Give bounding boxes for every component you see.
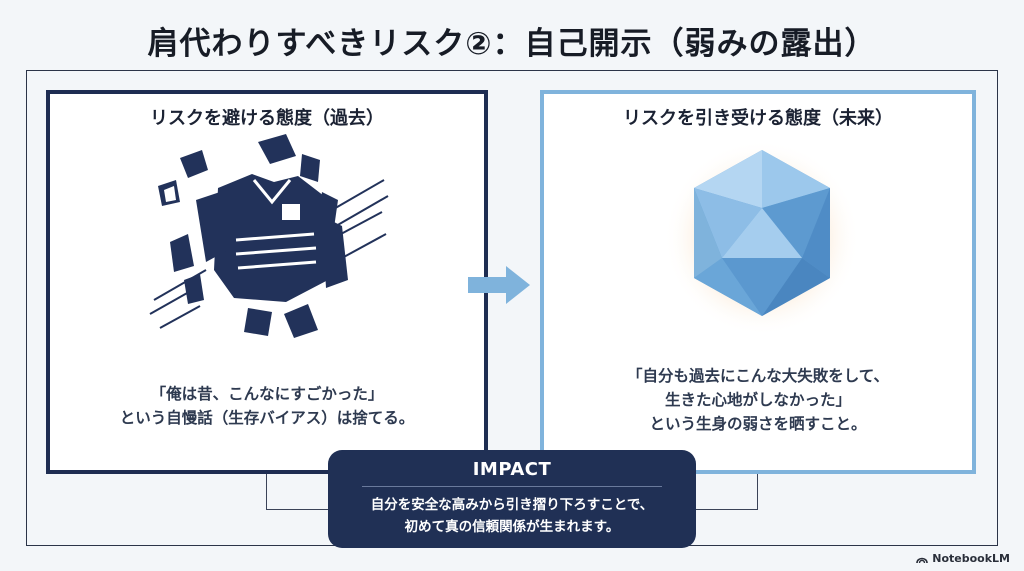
impact-line: 初めて真の信頼関係が生まれます。 xyxy=(404,519,620,535)
brand-watermark: NotebookLM xyxy=(916,552,1010,565)
connector-left xyxy=(266,474,330,510)
right-text-line: という生身の弱さを晒すこと。 xyxy=(649,415,867,433)
panel-avoid-risk: リスクを避ける態度（過去） xyxy=(46,90,488,474)
right-text-line: 生きた心地がしなかった」 xyxy=(664,391,851,409)
impact-title: IMPACT xyxy=(472,459,552,480)
impact-box: IMPACT 自分を安全な高みから引き摺り下ろすことで、 初めて真の信頼関係が生… xyxy=(328,450,696,548)
panel-accept-risk: リスクを引き受ける態度（未来） 「自分も過去にこんな大失敗をして、 生きた心地が… xyxy=(540,90,976,474)
panel-heading-left: リスクを避ける態度（過去） xyxy=(150,108,384,129)
right-panel-text: 「自分も過去にこんな大失敗をして、 生きた心地がしなかった」 という生身の弱さを… xyxy=(544,364,972,436)
left-panel-text: 「俺は昔、こんなにすごかった」 という自慢話（生存バイアス）は捨てる。 xyxy=(50,382,484,430)
impact-divider xyxy=(362,486,662,487)
right-text-line: 「自分も過去にこんな大失敗をして、 xyxy=(627,367,889,385)
brand-label: NotebookLM xyxy=(932,552,1010,565)
connector-right xyxy=(694,474,758,510)
notebooklm-logo-icon xyxy=(916,557,929,563)
impact-line: 自分を安全な高みから引き摺り下ろすことで、 xyxy=(370,497,654,513)
left-text-line: という自慢話（生存バイアス）は捨てる。 xyxy=(119,409,415,427)
left-text-line: 「俺は昔、こんなにすごかった」 xyxy=(150,385,384,403)
page-title: 肩代わりすべきリスク②：自己開示（弱みの露出） xyxy=(147,26,877,62)
arrow-right-icon xyxy=(468,266,530,304)
impact-body: 自分を安全な高みから引き摺り下ろすことで、 初めて真の信頼関係が生まれます。 xyxy=(328,494,696,538)
crystal-icon xyxy=(664,140,860,336)
armor-icon xyxy=(149,134,389,338)
panel-heading-right: リスクを引き受ける態度（未来） xyxy=(623,108,893,129)
